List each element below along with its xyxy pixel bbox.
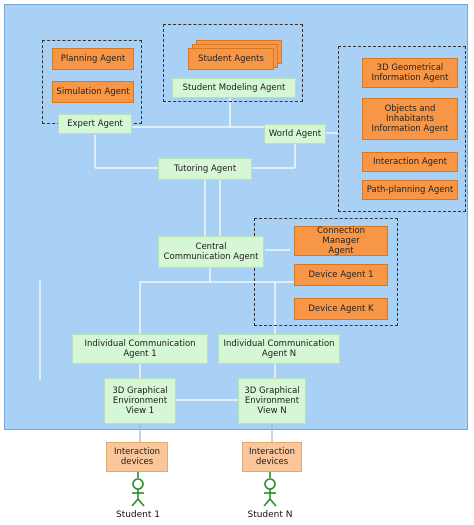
student-agents-node: Student Agents [188, 48, 274, 70]
simulation-agent-node: Simulation Agent [52, 81, 134, 103]
student-1-actor-icon [131, 472, 145, 507]
path-planning-agent-node: Path-planning Agent [362, 180, 458, 200]
interaction-devices-n-node: Interaction devices [242, 442, 302, 472]
env-view-1-node: 3D Graphical Environment View 1 [104, 378, 176, 424]
individual-comm-agent-1-node: Individual Communication Agent 1 [72, 334, 208, 364]
tutoring-agent-node: Tutoring Agent [158, 158, 252, 180]
planning-agent-node: Planning Agent [52, 48, 134, 70]
world-agent-node: World Agent [264, 124, 326, 144]
device-agent-1-node: Device Agent 1 [294, 264, 388, 286]
student-modeling-agent-node: Student Modeling Agent [172, 78, 296, 98]
student-n-actor-icon [263, 472, 277, 507]
student-modeling-group [163, 24, 303, 102]
env-view-n-node: 3D Graphical Environment View N [238, 378, 306, 424]
interaction-devices-1-node: Interaction devices [106, 442, 168, 472]
device-agent-k-node: Device Agent K [294, 298, 388, 320]
student-1-label: Student 1 [115, 510, 160, 520]
student-n-label: Student N [247, 510, 293, 520]
geo-info-agent-node: 3D Geometrical Information Agent [362, 58, 458, 88]
objects-info-agent-node: Objects and Inhabitants Information Agen… [362, 98, 458, 140]
interaction-agent-node: Interaction Agent [362, 152, 458, 172]
device-group [254, 218, 398, 326]
individual-comm-agent-n-node: Individual Communication Agent N [218, 334, 340, 364]
expert-agent-node: Expert Agent [58, 114, 132, 134]
connection-manager-agent-node: Connection Manager Agent [294, 226, 388, 256]
central-communication-agent-node: Central Communication Agent [158, 236, 264, 268]
world-group [338, 46, 466, 212]
